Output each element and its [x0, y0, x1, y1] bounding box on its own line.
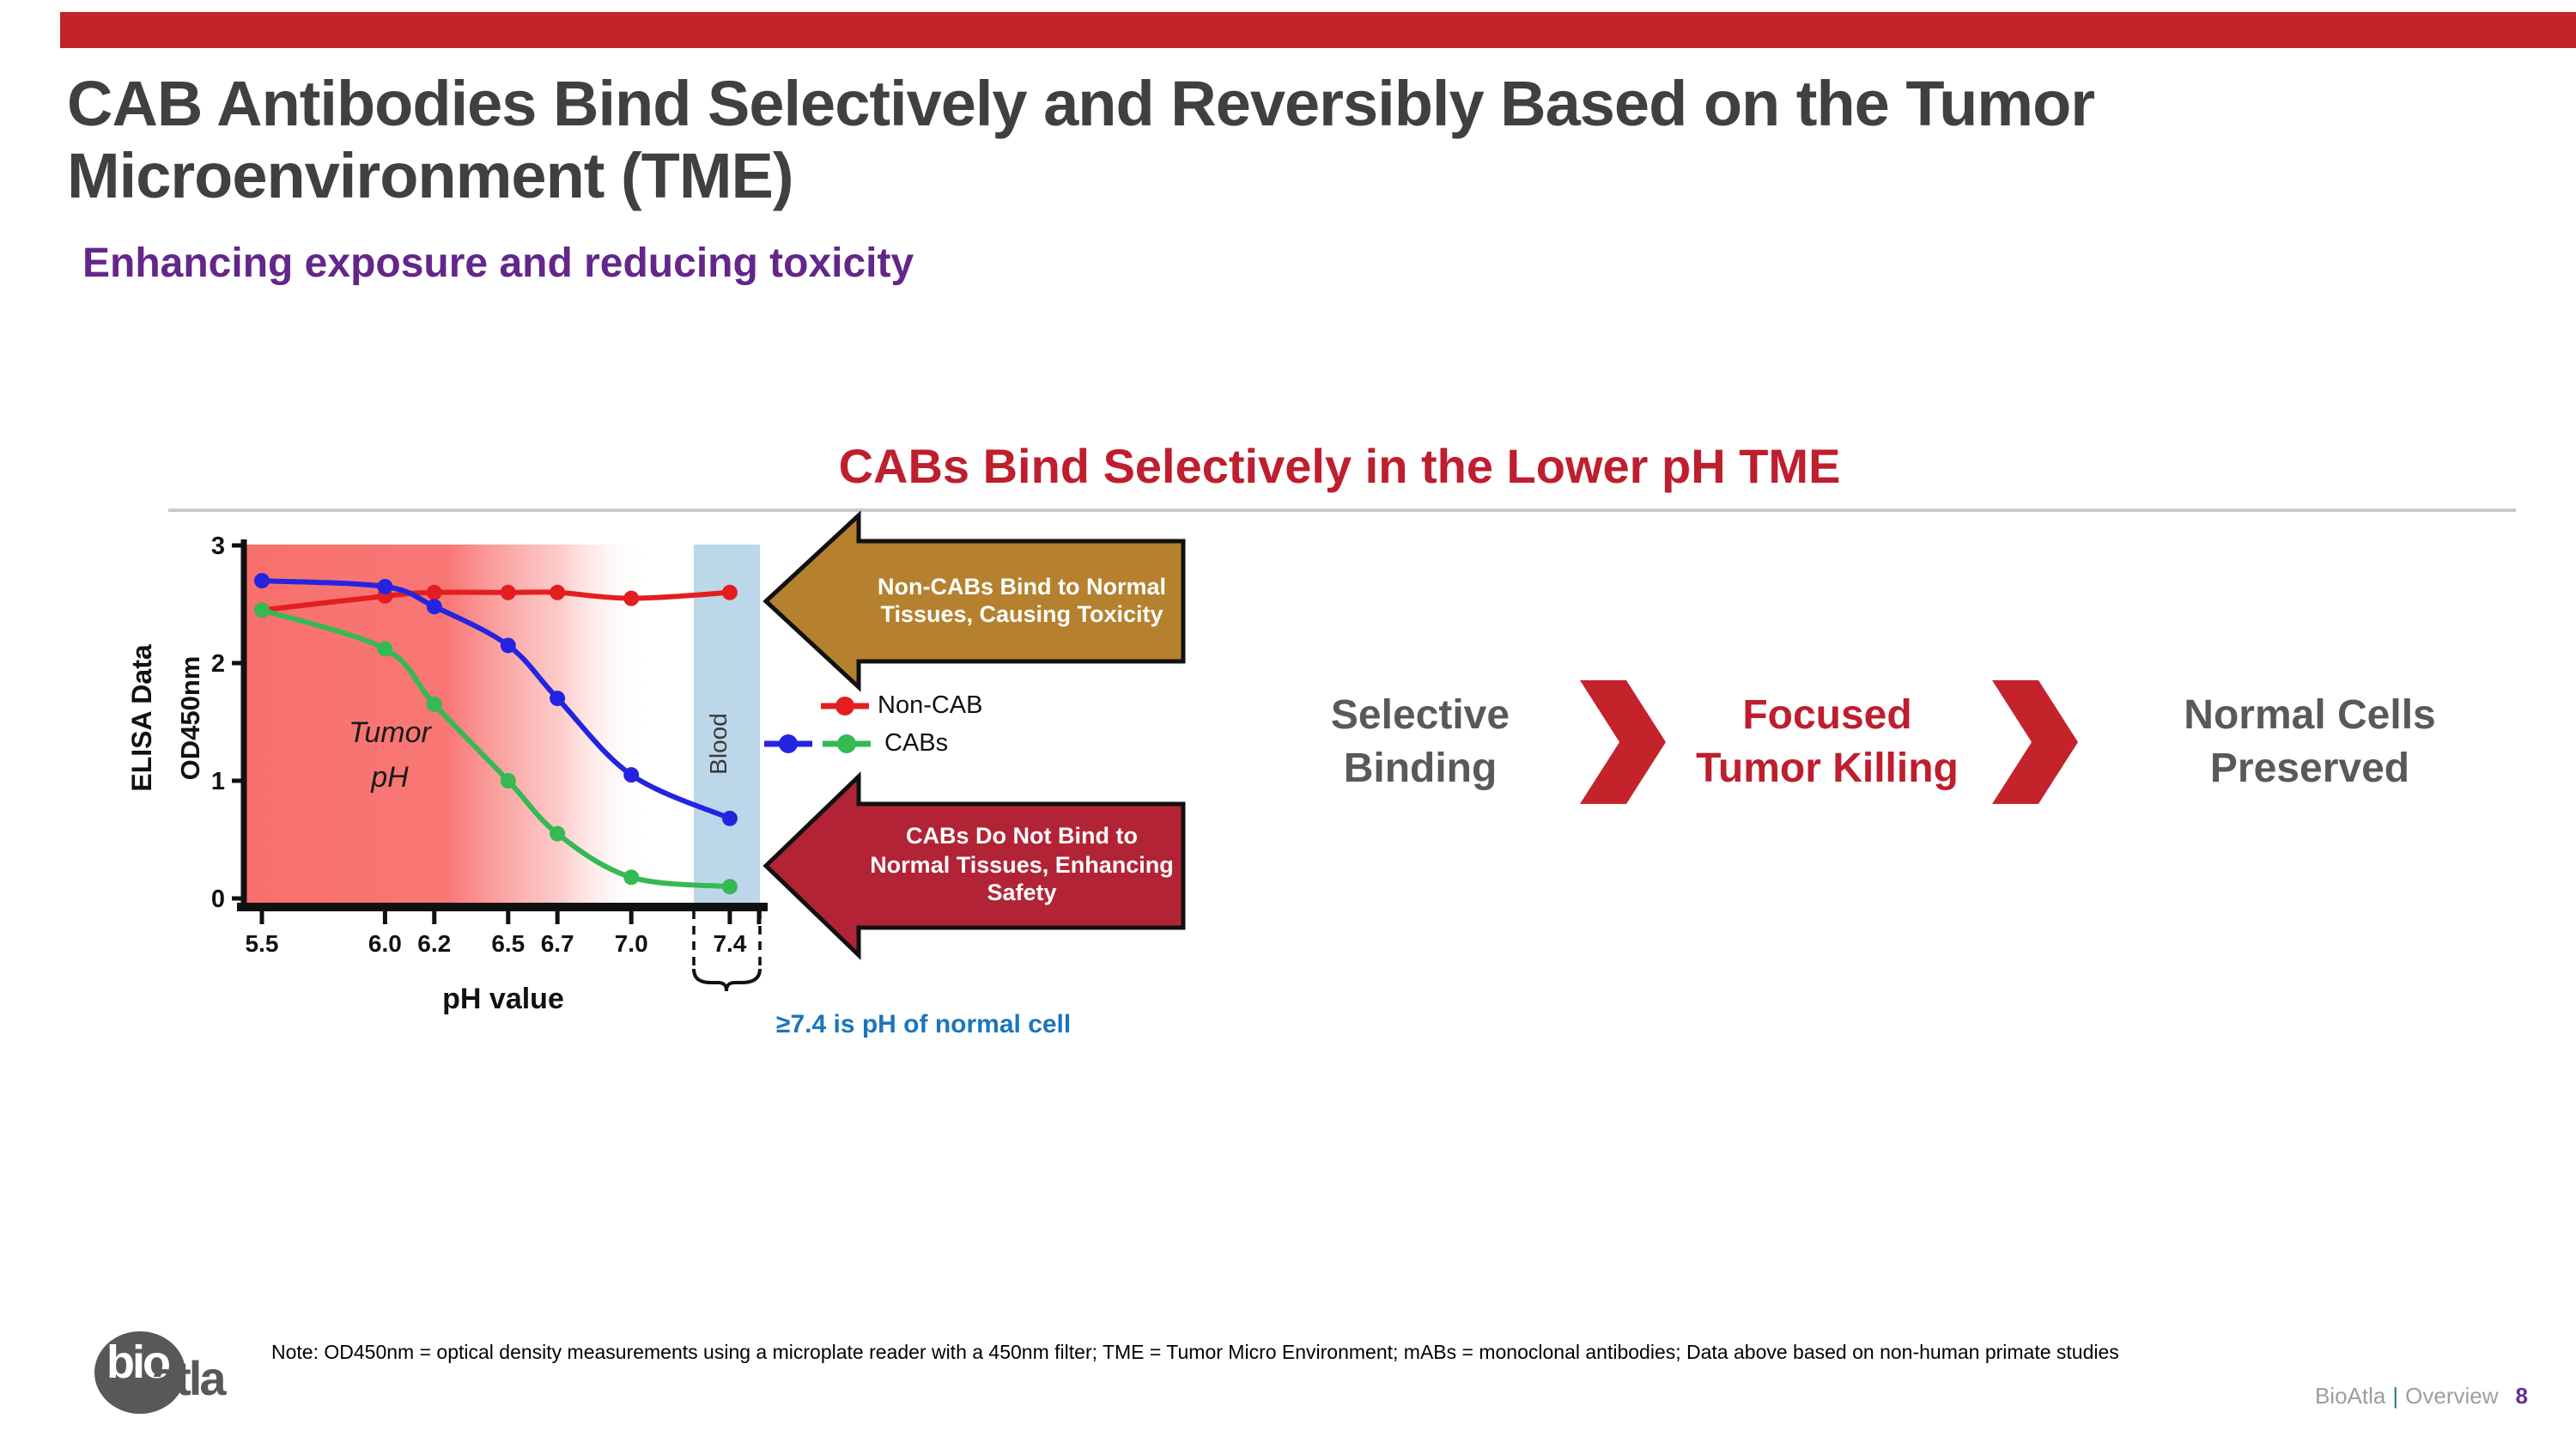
page-subtitle: Enhancing exposure and reducing toxicity: [82, 240, 914, 287]
x-tick-label: 6.2: [417, 930, 451, 957]
data-point: [623, 767, 640, 783]
data-point: [500, 637, 516, 654]
y-axis-title-outer: ELISA Data: [126, 644, 157, 792]
y-tick-label: 1: [211, 768, 225, 795]
data-point: [721, 584, 738, 600]
figure-title: CABs Bind Selectively in the Lower pH TM…: [838, 440, 1841, 493]
data-point: [377, 578, 393, 594]
page-title: CAB Antibodies Bind Selectively and Reve…: [67, 69, 2231, 212]
divider-line: [168, 508, 2516, 512]
blood-band-label: Blood: [705, 713, 732, 775]
y-tick-label: 0: [211, 886, 225, 913]
data-point: [500, 584, 516, 600]
footer-meta: BioAtla|Overview 8: [2315, 1383, 2528, 1409]
cab-callout-arrow: [762, 771, 1186, 960]
data-point: [426, 584, 442, 600]
page-title-line1: CAB Antibodies Bind Selectively and Reve…: [67, 69, 2095, 139]
footer-separator: |: [2392, 1383, 2399, 1409]
footer-section: Overview: [2405, 1383, 2499, 1409]
logo-atla-text: atla: [151, 1352, 227, 1405]
data-point: [426, 696, 442, 712]
footer-brand: BioAtla: [2314, 1383, 2386, 1409]
data-curves: [254, 573, 738, 895]
legend-marker-green: [823, 734, 871, 753]
axis-ticks-and-labels: 0 1 2 3 5.5 6.0 6.2 6.5 6.7 7.0 7.4: [211, 533, 762, 957]
chevron-icon: [1580, 680, 1666, 804]
y-tick-label: 3: [211, 533, 225, 560]
noncab-callout-text: Non-CABs Bind to Normal Tissues, Causing…: [878, 573, 1166, 627]
flow-step-selective-binding: Selective Binding: [1330, 692, 1510, 792]
x-tick-label: 5.5: [246, 930, 279, 957]
noncab-callout-arrow: [762, 510, 1186, 692]
data-point: [721, 879, 738, 895]
data-point: [550, 584, 566, 600]
legend-marker-blue: [764, 734, 812, 753]
legend-label-noncab: Non-CAB: [878, 692, 983, 720]
y-tick-label: 2: [211, 650, 225, 678]
logo-circle: [94, 1331, 185, 1414]
cab-callout-text: CABs Do Not Bind to Normal Tissues, Enha…: [870, 823, 1174, 906]
x-tick-label: 6.0: [368, 930, 402, 957]
data-point: [721, 810, 738, 826]
x-tick-label: 7.4: [713, 930, 746, 957]
logo-bio-text: bio: [106, 1336, 171, 1388]
chevron-icon: [1992, 680, 2078, 804]
footnote: Note: OD450nm = optical density measurem…: [271, 1343, 2119, 1364]
underbrace: [692, 968, 762, 992]
flow-step-normal-cells-preserved: Normal Cells Preserved: [2184, 692, 2436, 792]
x-tick-label: 6.5: [491, 930, 525, 957]
flow-step-focused-tumor-killing: Focused Tumor Killing: [1696, 692, 1959, 792]
data-point: [377, 641, 393, 657]
blood-ph-band: [694, 545, 760, 903]
legend-marker-red: [821, 697, 869, 715]
data-point: [623, 869, 640, 886]
page-number: 8: [2515, 1383, 2528, 1409]
legend-label-cabs: CABs: [884, 730, 949, 758]
data-point: [254, 602, 270, 618]
data-point: [550, 691, 566, 707]
ph-normal-cell-note: ≥7.4 is pH of normal cell: [776, 1010, 1072, 1039]
x-tick-label: 7.0: [615, 930, 648, 957]
tumor-ph-annotation-line1: Tumor: [349, 716, 432, 749]
legend-cabs: CABs: [762, 730, 948, 758]
tumor-ph-annotation-line2: pH: [370, 761, 409, 794]
bioatla-logo: bio atla: [94, 1331, 283, 1417]
data-point: [500, 773, 516, 788]
data-point: [426, 599, 442, 615]
elisa-ph-chart: Tumor pH Blood 0 1 2 3 5.5 6.0 6.2 6.5 6.7 7.0 7.4…: [126, 533, 768, 1015]
x-axis-title: pH value: [442, 983, 564, 1015]
data-point: [623, 590, 640, 606]
x-tick-label: 6.7: [541, 930, 574, 957]
y-axis-title-inner: OD450nm: [175, 656, 205, 781]
legend-noncab: Non-CAB: [819, 692, 983, 720]
data-point: [550, 825, 566, 842]
page-title-line2: Microenvironment (TME): [67, 140, 794, 211]
top-accent-bar: [60, 12, 2576, 48]
data-point: [254, 573, 270, 589]
